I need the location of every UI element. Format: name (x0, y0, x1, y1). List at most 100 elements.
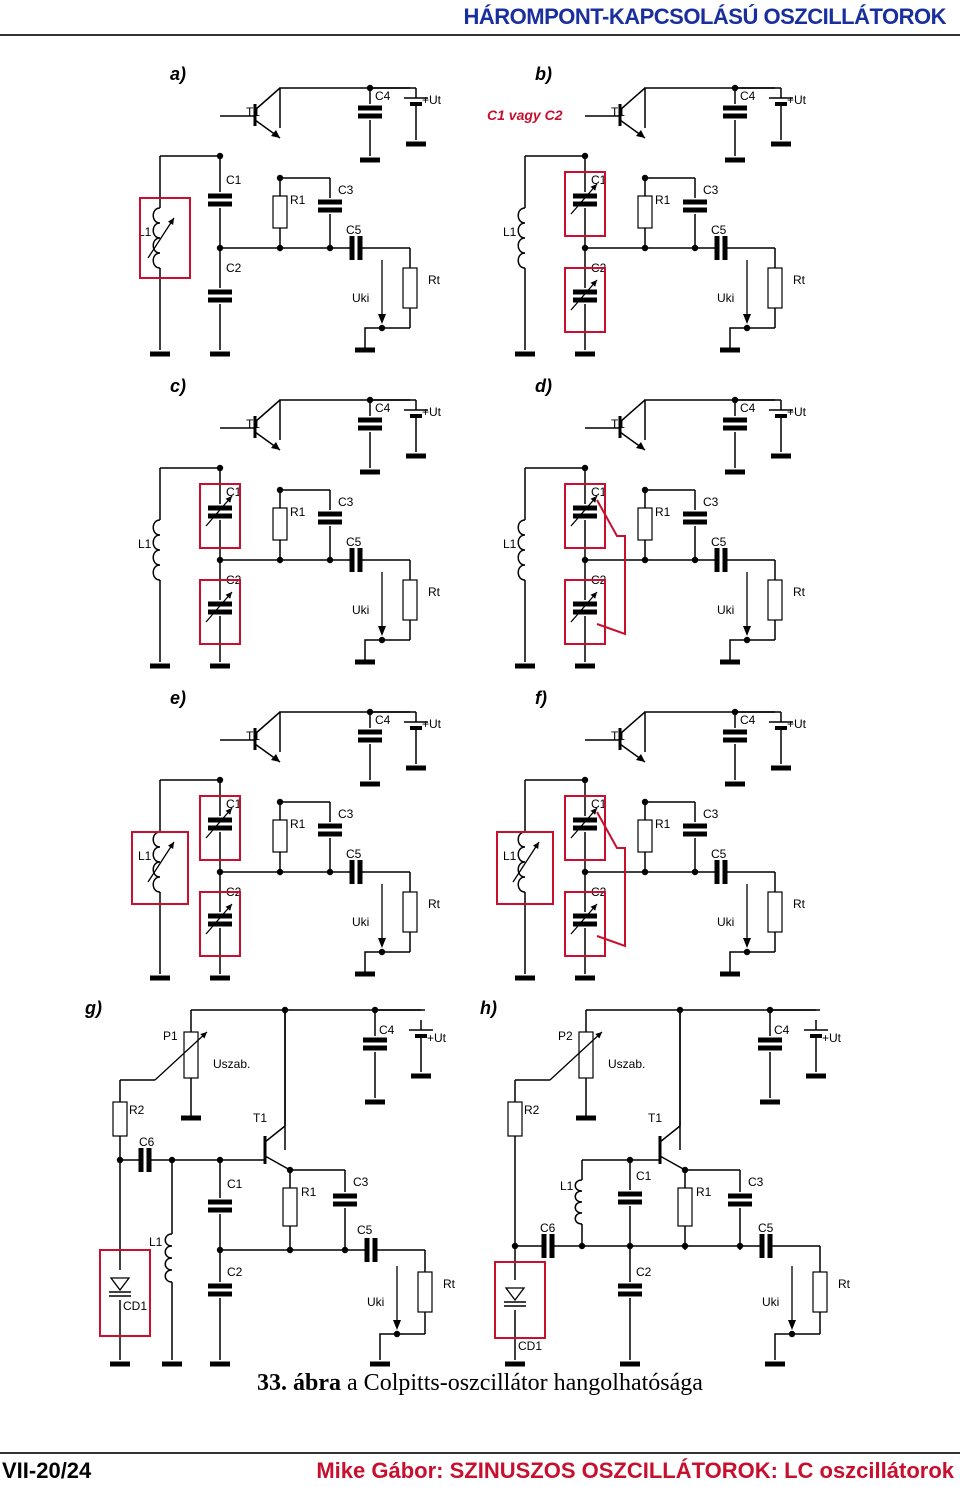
junction-dot (691, 556, 699, 564)
junction-dot (286, 1246, 294, 1254)
component-label: Rt (838, 1277, 851, 1291)
junction-dot (393, 1330, 401, 1338)
component-label: C5 (346, 847, 362, 861)
component-label: Uki (352, 915, 369, 929)
component-label: T1 (611, 417, 625, 431)
resistor-body (637, 195, 653, 229)
variable-arrow (595, 1032, 602, 1039)
component-label: +Ut (787, 93, 807, 107)
junction-dot (743, 948, 751, 956)
component-label: Uki (762, 1295, 779, 1309)
output-arrow (378, 938, 386, 948)
component-label: T1 (246, 417, 260, 431)
page-header-title: HÁROMPONT-KAPCSOLÁSÚ OSZCILLÁTOROK (463, 4, 947, 29)
component-label: Uszab. (213, 1057, 250, 1071)
variable-arrow (590, 904, 597, 911)
component-label: +Ut (787, 717, 807, 731)
variable-arrow (590, 592, 597, 599)
figure-caption-text: a Colpitts-oszcillátor hangolhatósága (341, 1370, 703, 1396)
panel-label: d) (535, 376, 552, 396)
tuning-highlight (564, 579, 606, 645)
junction-dot (276, 174, 284, 182)
component-label: C1 (636, 1169, 652, 1183)
variable-arrow (168, 218, 174, 225)
component-label: C2 (226, 261, 242, 275)
emitter-arrow (271, 754, 280, 762)
component-label: Uki (717, 603, 734, 617)
component-label: R1 (290, 817, 306, 831)
junction-dot (341, 1246, 349, 1254)
variable-arrow (533, 842, 539, 849)
resistor-body (282, 1187, 298, 1227)
junction-dot (378, 324, 386, 332)
tuning-highlight (496, 831, 554, 905)
variable-arrow (225, 904, 232, 911)
component-label: C3 (338, 807, 354, 821)
coil-winding (517, 831, 526, 893)
component-label: Rt (428, 897, 441, 911)
component-label: C6 (540, 1221, 556, 1235)
component-label: P1 (163, 1029, 178, 1043)
component-label: Rt (793, 585, 806, 599)
resistor-body (578, 1031, 594, 1079)
component-label: C4 (379, 1023, 395, 1037)
component-label: Uki (352, 603, 369, 617)
tuning-highlight (564, 267, 606, 333)
junction-dot (788, 1330, 796, 1338)
circuit-panel-g: g)P1Uszab.C4+UtR2T1R1C3C6L1C1C2C5CD1RtUk… (84, 998, 456, 1367)
component-label: L1 (138, 537, 152, 551)
output-arrow (743, 938, 751, 948)
resistor-body (402, 579, 418, 621)
variable-arrow (590, 184, 597, 191)
panel-label: a) (170, 64, 186, 84)
component-label: C4 (375, 401, 391, 415)
resistor-body (112, 1101, 128, 1137)
component-label: R1 (696, 1185, 712, 1199)
emitter-arrow (271, 442, 280, 450)
component-label: C4 (740, 401, 756, 415)
resistor-body (272, 195, 288, 229)
emitter-arrow (636, 130, 645, 138)
component-label: Uki (717, 291, 734, 305)
component-label: T1 (246, 105, 260, 119)
tuning-highlight (99, 1249, 151, 1337)
figure-caption: 33. ábra a Colpitts-oszcillátor hangolha… (0, 1370, 960, 1397)
variable-arrow (225, 808, 232, 815)
resistor-body (677, 1187, 693, 1227)
panel-label: g) (84, 998, 102, 1018)
component-label: R1 (290, 505, 306, 519)
component-label: C3 (338, 183, 354, 197)
resistor-body (767, 267, 783, 309)
resistor-body (812, 1271, 828, 1313)
component-label: L1 (503, 225, 517, 239)
component-label: Rt (793, 273, 806, 287)
component-label: T1 (611, 729, 625, 743)
component-label: +Ut (822, 1031, 842, 1045)
component-label: R1 (655, 505, 671, 519)
varicap-diode (504, 1287, 526, 1302)
component-label: R2 (524, 1103, 540, 1117)
component-label: L1 (149, 1235, 163, 1249)
component-label: CD1 (518, 1339, 542, 1353)
coil-winding (152, 207, 161, 269)
tuning-highlight (564, 171, 606, 237)
junction-dot (691, 868, 699, 876)
junction-dot (578, 1242, 586, 1250)
junction-dot (326, 244, 334, 252)
component-label: L1 (503, 537, 517, 551)
component-label: C4 (375, 89, 391, 103)
component-label: C3 (703, 495, 719, 509)
junction-dot (276, 868, 284, 876)
junction-dot (681, 1166, 689, 1174)
panel-label: c) (170, 376, 186, 396)
figure-number: 33. (257, 1370, 288, 1396)
component-label: Uki (717, 915, 734, 929)
junction-dot (276, 798, 284, 806)
resistor-body (507, 1101, 523, 1137)
component-label: C2 (636, 1265, 652, 1279)
resistor-body (767, 891, 783, 933)
